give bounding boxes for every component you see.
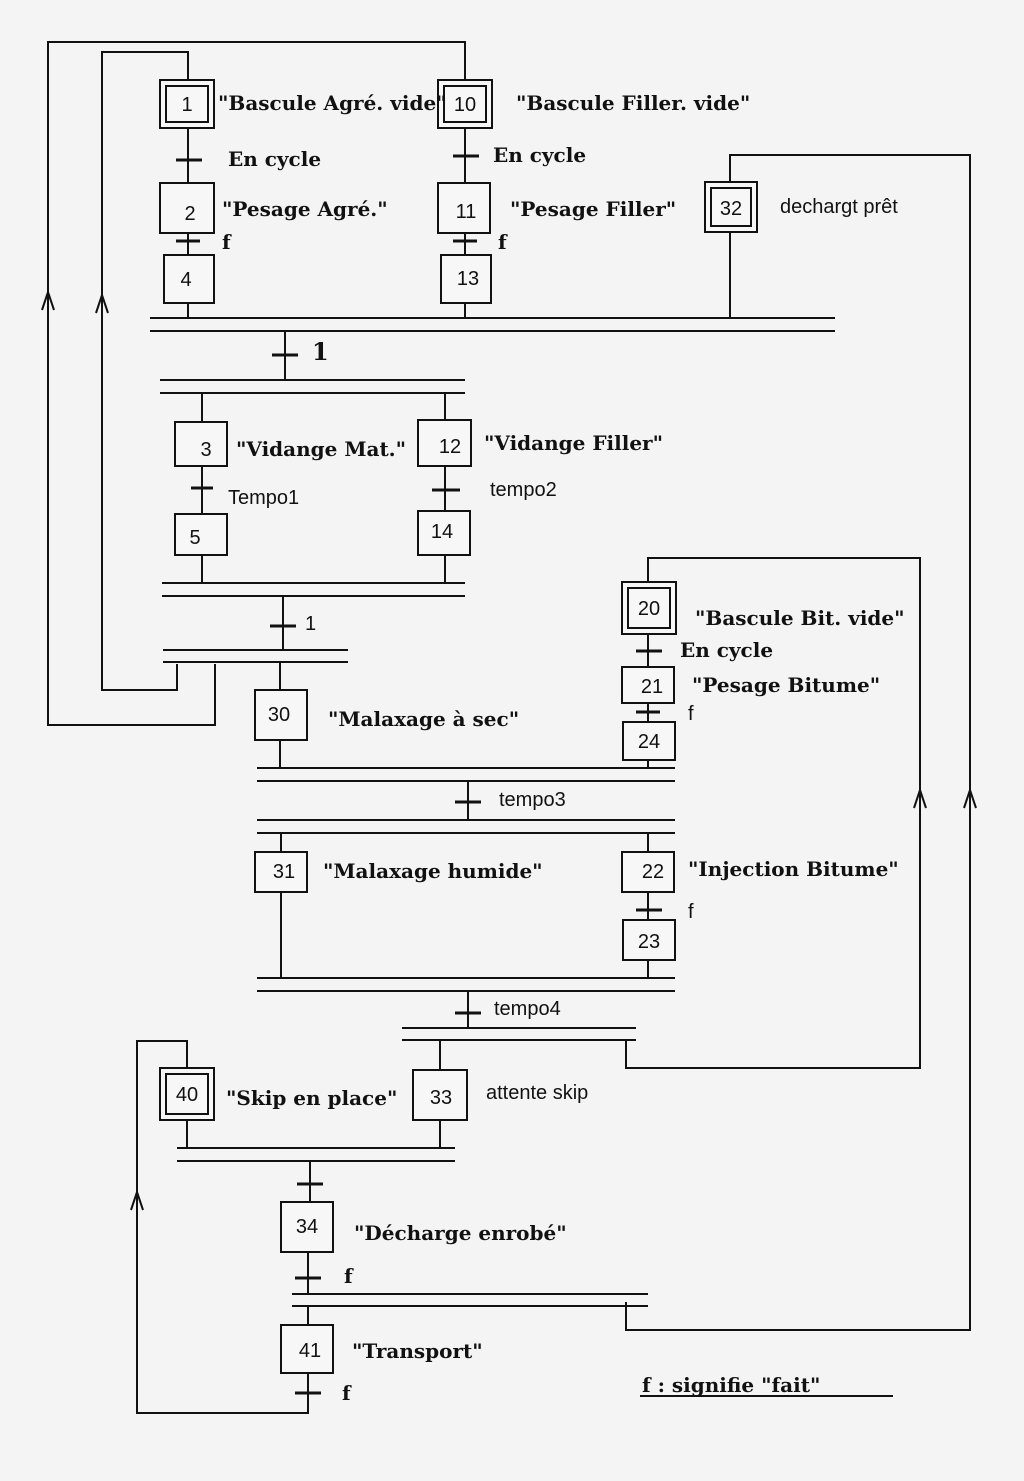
step-13: 13 (440, 254, 492, 304)
transition-label-22-23: f (688, 901, 694, 923)
return-arrow-step32 (963, 786, 977, 809)
transition-label-10-11: En cycle (493, 143, 586, 167)
transition-label-sync-2: 1 (305, 613, 316, 635)
action-step-40: "Skip en place" (226, 1086, 397, 1110)
step-14-number: 14 (431, 521, 453, 543)
step-31-number: 31 (273, 861, 295, 883)
return-arrow-step1 (95, 291, 109, 314)
transition-label-1-2: En cycle (228, 147, 321, 171)
return-line-step1 (101, 51, 189, 691)
step-12-number: 12 (439, 436, 461, 458)
action-step-1: "Bascule Agré. vide" (218, 91, 447, 115)
step-22: 22 (621, 851, 675, 893)
step-32: 32 (704, 181, 758, 233)
action-labels: "Bascule Agré. vide" "Bascule Filler. vi… (218, 91, 905, 1363)
step-33-number: 33 (430, 1087, 452, 1109)
action-step-12: "Vidange Filler" (484, 431, 663, 455)
step-5-number: 5 (189, 527, 200, 549)
action-step-2: "Pesage Agré." (222, 197, 388, 221)
step-2-number: 2 (184, 203, 195, 225)
step-13-number: 13 (457, 268, 479, 290)
transition-label-2-4: f (222, 230, 232, 254)
action-step-33: attente skip (486, 1082, 588, 1104)
transition-label-tempo1: Tempo1 (228, 487, 299, 509)
step-30: 30 (254, 689, 308, 741)
steps: 1 10 32 20 40 2 4 (159, 79, 758, 1374)
transition-label-sync-1: 1 (312, 337, 329, 366)
step-10-number: 10 (454, 94, 476, 116)
transition-label-21-24: f (688, 703, 694, 725)
action-step-21: "Pesage Bitume" (692, 673, 880, 697)
transition-label-11-13: f (498, 230, 508, 254)
transition-labels: En cycle En cycle En cycle f f f f f f 1… (222, 143, 773, 1405)
step-24-number: 24 (638, 731, 660, 753)
return-line-step32 (625, 154, 971, 1331)
step-1: 1 (159, 79, 215, 129)
step-34-number: 34 (296, 1216, 318, 1238)
step-24: 24 (622, 721, 676, 761)
step-5: 5 (174, 513, 228, 556)
action-step-10: "Bascule Filler. vide" (516, 91, 750, 115)
connection-lines (41, 41, 977, 1414)
action-step-32: dechargt prêt (780, 196, 898, 218)
step-23-number: 23 (638, 931, 660, 953)
step-32-number: 32 (720, 198, 742, 220)
action-step-11: "Pesage Filler" (510, 197, 676, 221)
action-step-22: "Injection Bitume" (688, 857, 899, 881)
legend-note: f : signifie "fait" (642, 1373, 820, 1397)
step-21: 21 (621, 666, 675, 704)
return-line-step10 (47, 41, 466, 726)
step-33: 33 (412, 1069, 468, 1121)
step-11-number: 11 (456, 201, 477, 223)
step-40: 40 (159, 1067, 215, 1121)
action-step-41: "Transport" (352, 1339, 483, 1363)
step-41: 41 (280, 1324, 334, 1374)
step-14: 14 (417, 510, 471, 556)
step-1-number: 1 (181, 94, 192, 116)
step-3-number: 3 (200, 439, 211, 461)
step-11: 11 (437, 182, 491, 234)
step-10: 10 (437, 79, 493, 129)
return-arrow-step20 (913, 786, 927, 809)
step-2: 2 (159, 182, 215, 234)
return-arrow-step10 (41, 288, 55, 311)
transition-label-20-21: En cycle (680, 638, 773, 662)
step-4-number: 4 (180, 269, 191, 291)
step-40-number: 40 (176, 1084, 198, 1106)
step-34: 34 (280, 1201, 334, 1253)
transition-label-34: f (344, 1264, 354, 1288)
step-12: 12 (417, 419, 472, 467)
action-step-31: "Malaxage humide" (323, 859, 543, 883)
action-step-3: "Vidange Mat." (236, 437, 406, 461)
step-22-number: 22 (642, 861, 664, 883)
step-21-number: 21 (641, 676, 663, 698)
transition-label-tempo2: tempo2 (490, 479, 557, 501)
step-30-number: 30 (268, 704, 290, 726)
step-41-number: 41 (299, 1340, 321, 1362)
step-20-number: 20 (638, 598, 660, 620)
action-step-30: "Malaxage à sec" (328, 707, 519, 731)
step-31: 31 (254, 851, 308, 893)
step-3: 3 (174, 421, 228, 467)
transition-label-tempo3: tempo3 (499, 789, 566, 811)
return-line-step20 (625, 557, 921, 1069)
step-4: 4 (163, 254, 215, 304)
transition-label-41: f (342, 1381, 352, 1405)
step-23: 23 (622, 919, 676, 961)
transition-label-tempo4: tempo4 (494, 998, 561, 1020)
return-arrow-step40 (130, 1188, 144, 1211)
action-step-34: "Décharge enrobé" (354, 1221, 567, 1245)
step-20: 20 (621, 581, 677, 635)
action-step-20: "Bascule Bit. vide" (695, 606, 905, 630)
